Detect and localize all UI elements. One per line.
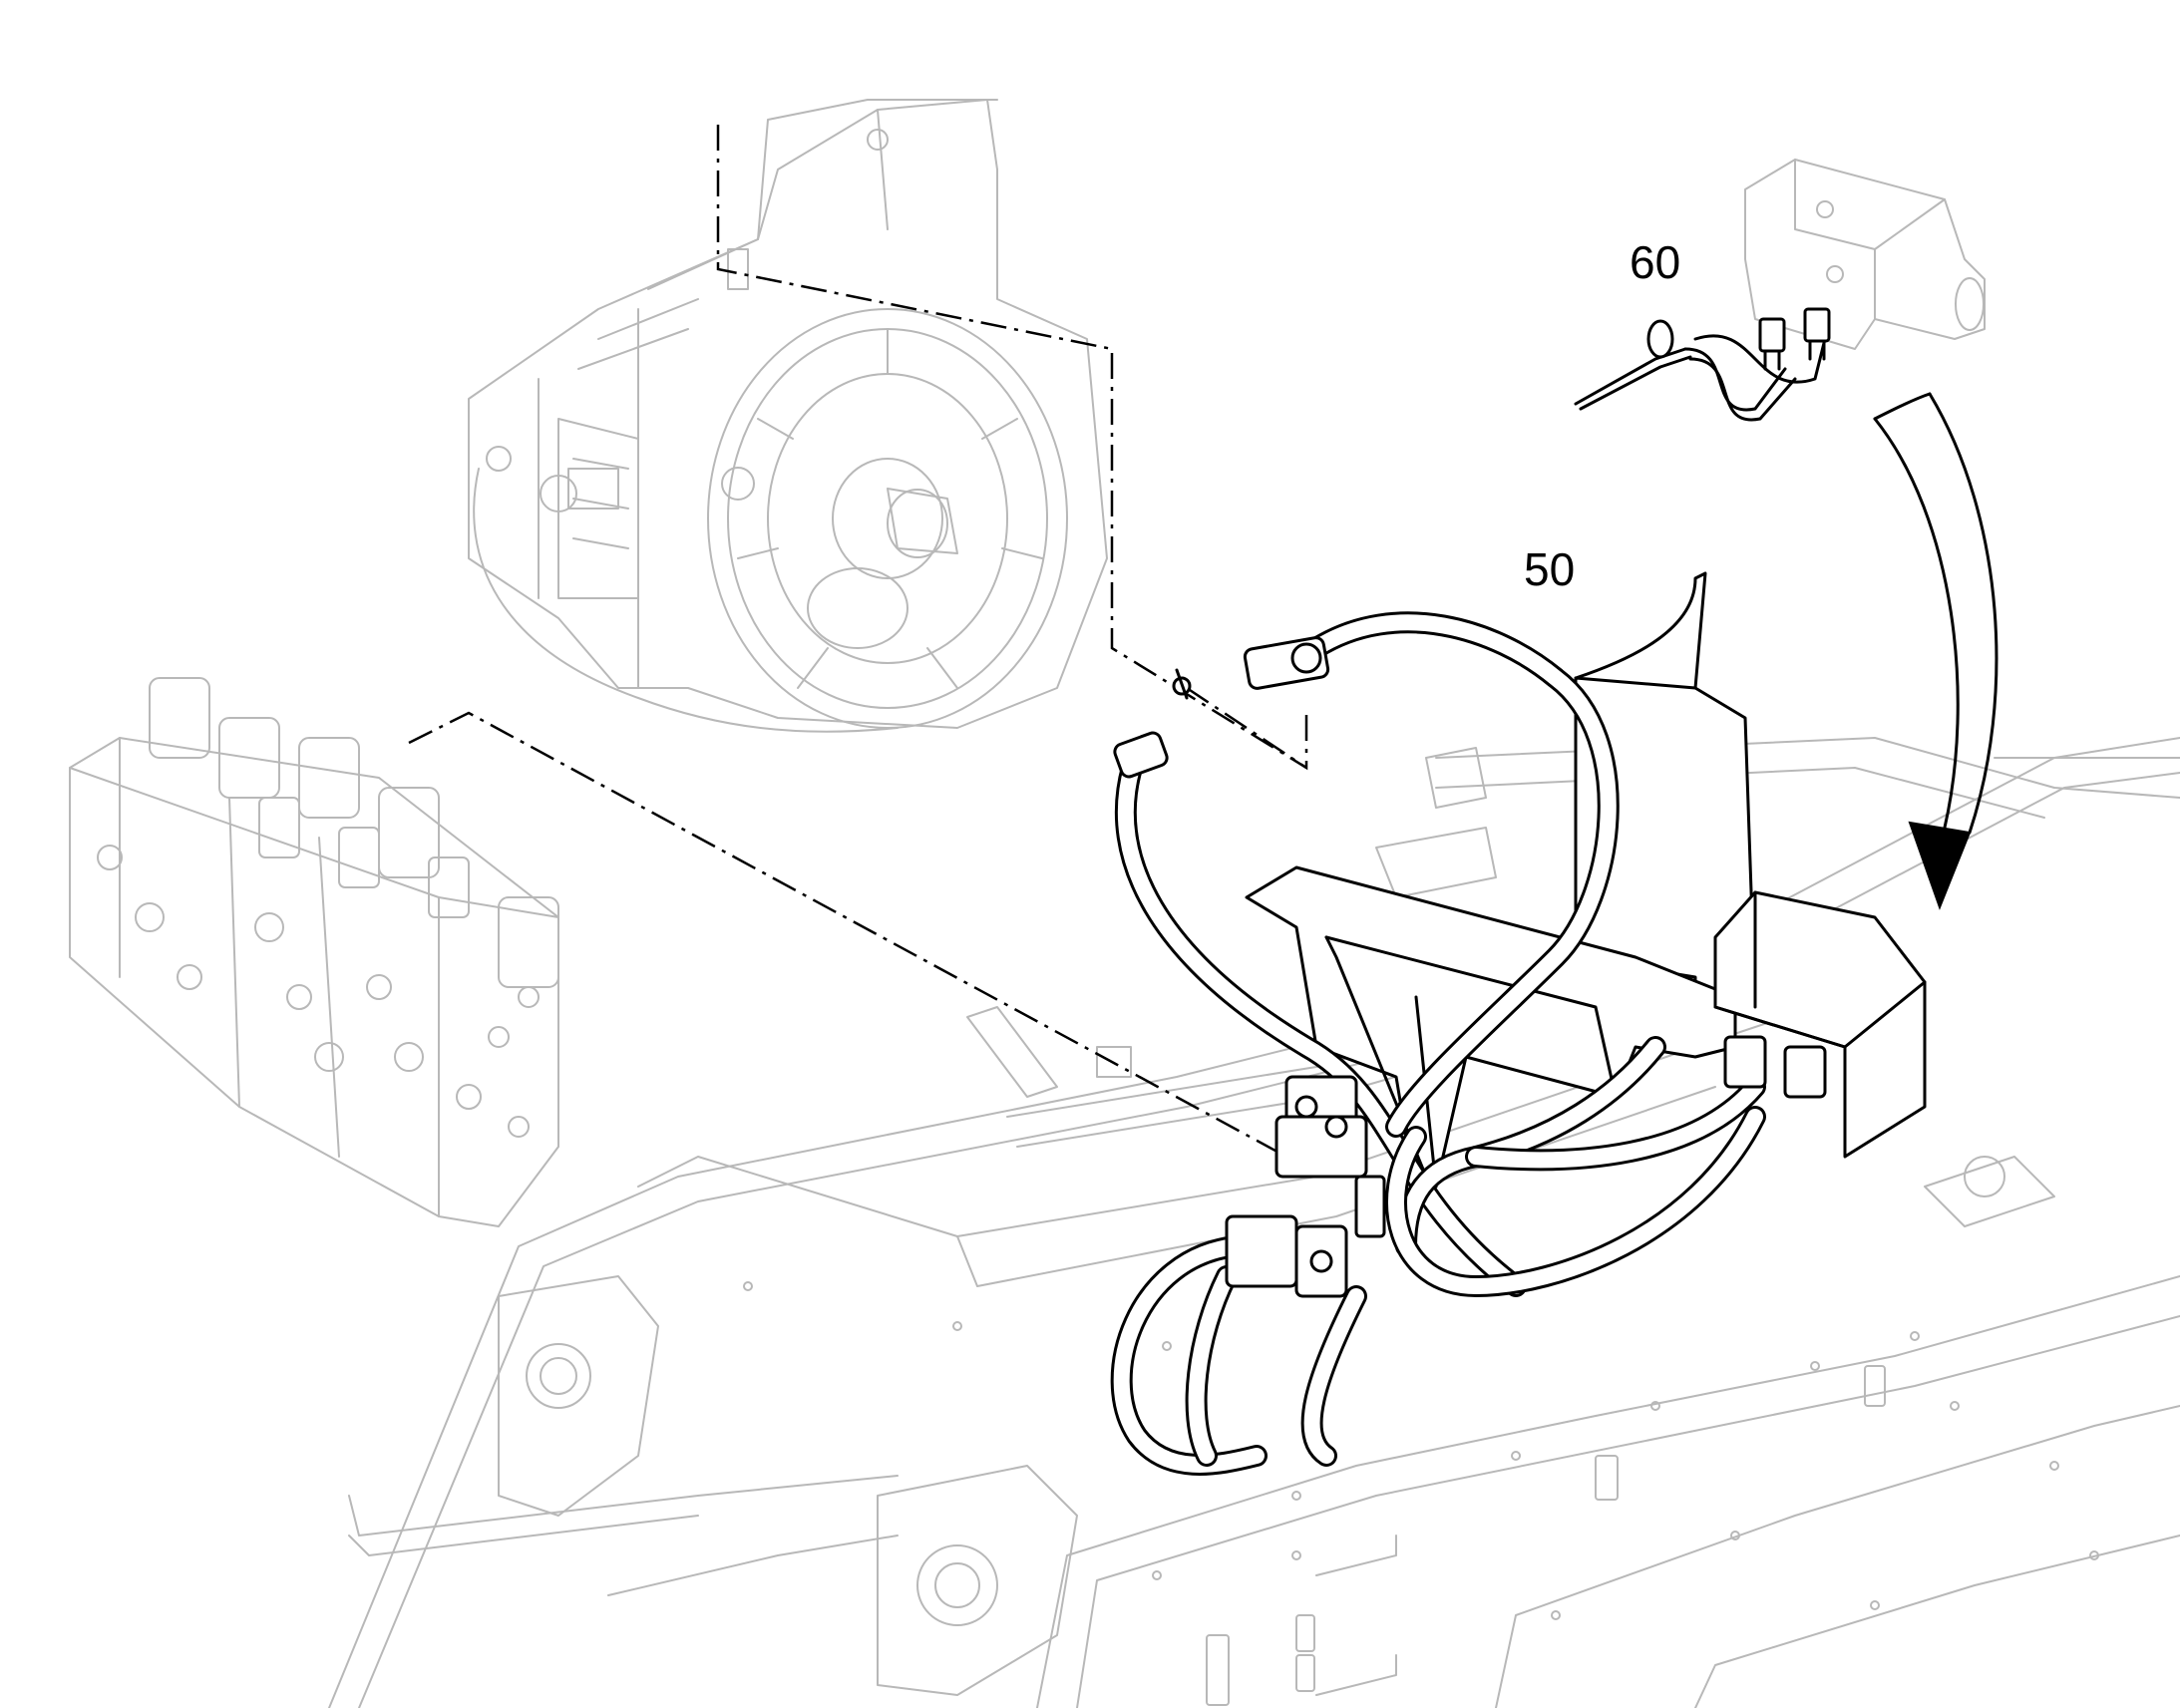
valve-caps [149, 677, 559, 988]
assembly-leader-lines [408, 125, 1308, 1159]
location-arrow [1873, 392, 1998, 910]
callout-item-50: 50 [1524, 543, 1576, 595]
item-50-hose-assembly [1110, 571, 1927, 1476]
solenoid-valve-ghost [1744, 159, 1986, 350]
item-60-harness [1574, 307, 1831, 422]
valve-ports [97, 845, 540, 1138]
flywheel-spokes [737, 328, 1043, 689]
control-valve-ghost [69, 677, 559, 1227]
frame-bolt-holes [743, 1281, 2099, 1620]
pump-drive-ghost [468, 99, 1108, 733]
callout-item-60: 60 [1630, 236, 1681, 288]
